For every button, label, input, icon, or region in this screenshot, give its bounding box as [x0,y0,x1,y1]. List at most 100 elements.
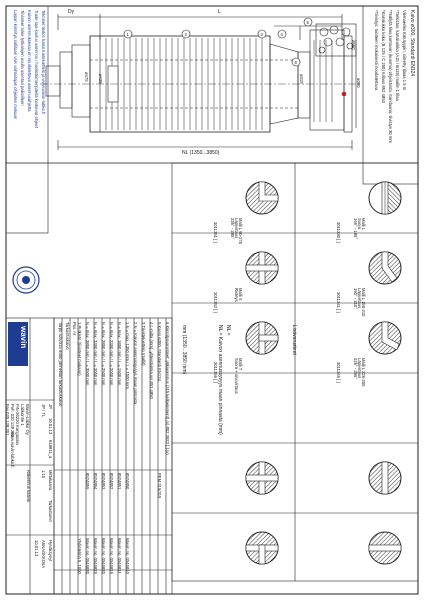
valve-bot-1: Malli X Risteys [233,288,243,302]
valve-top-1-code: 3011341 [ ] [336,292,341,313]
valve-top-2: Malli L 225-255 Läpivirtaus 225° - 255° [352,358,366,386]
valve-bot-2: Malli T Suora + sivuvirtaus [234,358,243,394]
wavin-code: Wavin no. 0546825 [93,538,98,574]
table-code: 8524850 [125,473,130,490]
valve-symbol-tee-2 [245,531,279,565]
left-note-4-wrap: Tiivisteet tulee työkalujen avulla asent… [20,10,25,106]
tb-addr2: FIN-36220 Kangasala [15,404,20,445]
tb-scale-label: Mittakaava [48,470,53,491]
valve-bot-1-name: Risteys [233,288,239,302]
table-code: 8524852 [109,473,114,490]
valve-top-0-angle: 165° - 195° [352,218,358,240]
tb-drawing-no: A5NAOKKO6A [41,540,46,569]
tb-approved: Hyväksynyt [48,540,53,562]
valve-grid [171,162,419,582]
valve-top-2-angle: 225° - 255° [352,358,358,380]
note-line-1: Kaivo ø300, Standardi EN124 [409,10,415,77]
note-line-3-wrap: *Tarkistus, kanaluokka (A15 / B125) mall… [395,10,400,101]
table-row: N = max. 2850 mm / L = 2500 mm [101,322,106,386]
balloon-label-6: 6 [294,59,297,65]
valve-symbol-tee [245,321,279,355]
valve-top-0-code: 3011330 [ ] [336,222,341,243]
left-note-1-wrap: Tekniset tiedot: katso tuoteluettelo ja … [41,10,46,115]
options-title-wrap: Lisävarusteet [291,325,297,355]
wavin-logo [8,322,28,366]
dim-d315: ø315 [299,74,304,84]
nl-eq: NL = [225,325,231,336]
balloon-5 [303,17,313,27]
valve-bot-0-code: 3011351 [ ] [213,222,218,243]
valve-top-1-code-wrap: 3011341 [ ] [336,292,341,313]
valve-bot-1-code-wrap: 3011352 [ ] [213,292,218,313]
valve-top-1-angle: 150° - 210° [352,288,358,310]
brand-wavin: wavin [19,326,28,349]
balloon-label-2: 2 [184,31,187,37]
dim-dy: Dy [68,9,75,15]
dim-l: L [218,9,221,15]
balloon-4 [277,29,287,39]
left-note-4: Tiivisteet tulee työkalujen avulla asent… [20,10,25,106]
valve-symbol-225-255 [368,321,402,355]
options-title: Lisävarusteet [291,325,297,355]
wavin-code: Wavin no. 0546830 [85,538,90,574]
table-row: 5 Kansi ø300, Standardi EN124 [157,322,162,381]
balloon-6 [291,57,301,67]
table-row: 1 N = max. 1350 mm / L = 1000 mm [125,322,130,389]
left-note-1: Tekniset tiedot: katso tuoteluettelo ja … [41,10,46,115]
left-note-5: Laipan kiinnitys sallitaan vain valmista… [13,10,18,120]
range-wrap: mm (1350...3850 mm) [181,325,187,375]
valve-symbol-straight [368,181,402,215]
table-row: 3 Tiivisteluettelo (mallit) [141,322,146,366]
table-row: N = max. 3350 mm / L = 3000 mm [93,322,98,386]
valve-top-0: Malli L Suora 165° - 195° [352,218,366,240]
valve-bot-1-code: 3011352 [ ] [213,292,218,313]
note-line-4-wrap: *Tsällytä tilaa kantavan (kuorma) ohjeis… [388,10,393,143]
note-line-2: Viemaeriko Katutyypin, siirretty tilaaa … [402,10,407,91]
note-line-6-wrap: *Tiivistys: tuotteen mukaisesti noudatet… [374,10,379,91]
balloon-1 [123,29,133,39]
tank-drawing [40,14,360,150]
valve-symbol-straight-3 [368,531,402,565]
table-row: N = max. 3850 mm / L = 3500 mm [85,322,90,386]
note-line-5: *Kanalukko koko (B 125 / C 250) rullaus … [381,10,386,103]
tb-sign: JP / TL [41,404,46,418]
table-row: 4 L-mitta (mm), yhteistoimisuus 852 4850 [149,322,154,399]
range: mm (1350...3850 mm) [181,325,187,375]
balloon-2 [181,29,191,39]
tb-title2: Tarpo 425/315 ø300 jännetilan tarkastusk… [58,322,63,407]
tb-company: Wavin-Labko Oy [25,404,30,435]
table-row: N = max. 2350 mm / L = 2000 mm [109,322,114,386]
table-row: N = max. 1850 mm / L = 1500 mm [117,322,122,386]
tb-doc: 818811_a [48,440,53,459]
approval-stamp [12,266,40,294]
table-header: 1 Putkisto (tiivisteet mukaan) [77,322,82,376]
valve-bot-0: Malli L 90-270 Läpivirtaus 235° - 285° [229,218,243,244]
left-note-2: Tuote saa kuuluu asennus / huoltotoimenp… [34,10,39,128]
valve-bot-2-code-wrap: 3011356 [ ] [213,362,218,383]
table-row: 2 N = Kaivon asennussyvyys maan pinnasta [133,322,138,405]
valve-bot-2-code: 3011356 [ ] [213,362,218,383]
table-code: 8524853 [101,473,106,490]
valve-symbols [245,181,402,565]
tb-kok: Rakennus kaavio [26,470,31,503]
wavin-code: Wavin no. 0546811 [117,538,122,574]
tb-date: 10.01.13 [48,418,53,435]
notes-block: Kaivo ø300, Standardi EN124 [409,10,415,77]
balloon-label-1: 1 [126,31,129,37]
balloon-label-3: 3 [260,31,263,37]
tb-scale: 1:10 [41,470,46,479]
valve-top-0-code-wrap: 3011330 [ ] [336,222,341,243]
valve-top-1: Malli L 150-210 Läpivirtaus 150° - 210° [352,288,366,316]
tb-fax: Fax 020 128 201 [5,404,10,436]
dim-d475: ø475 [84,72,89,82]
tb-web: www.wavin-labko.fi [10,432,15,468]
table-row-top: 6 Kiinnitysvarusteet: jälkiasennus (315 … [165,322,170,455]
valve-bot-0-angle: 235° - 285° [229,218,235,240]
valve-symbol-straight-2 [368,461,402,495]
dim-nl: NL (1350...3850) [182,150,220,156]
valve-symbol-cross [245,251,279,285]
note-line-4: *Tsällytä tilaa kantavan (kuorma) ohjeis… [388,10,393,143]
note-line-6: *Tiivistys: tuotteen mukaisesti noudatet… [374,10,379,91]
